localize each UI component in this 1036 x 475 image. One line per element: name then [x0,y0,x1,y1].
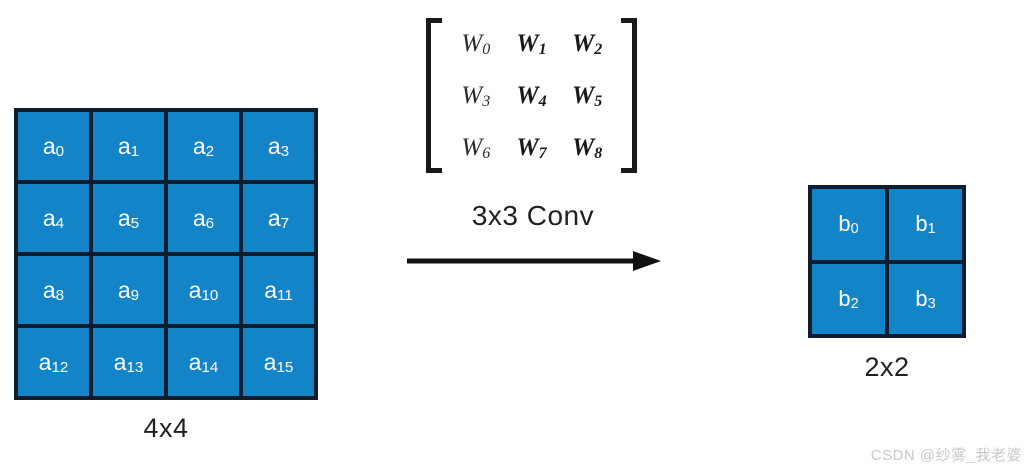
input-matrix-cell: a6 [168,184,239,252]
input-matrix-cell-label: a1 [117,132,140,160]
input-matrix-cell: a9 [93,256,164,324]
kernel-weight-label: W1 [516,30,547,59]
output-matrix-cell-label: b1 [915,211,936,238]
input-matrix-cell: a4 [18,184,89,252]
kernel-weight-label: W7 [516,133,547,162]
output-matrix-cell-label: b0 [838,211,859,238]
input-matrix-cell: a2 [168,112,239,180]
input-matrix-cell-label: a14 [188,348,219,376]
kernel-weight-cell: W0 [448,18,504,70]
right-bracket-icon [621,18,637,173]
input-matrix-cell-label: a12 [38,348,69,376]
kernel-weight-label: W0 [461,30,491,59]
left-bracket-icon [426,18,442,173]
watermark-text: CSDN @纱雾_我老婆 [870,447,1022,464]
kernel-weight-label: W8 [572,133,603,162]
kernel-weight-label: W3 [461,81,491,110]
input-matrix-cell-label: a8 [42,276,65,304]
output-matrix-cell: b2 [812,263,885,334]
input-matrix-cell-label: a15 [263,348,294,376]
kernel-weight-cell: W7 [504,121,560,173]
input-matrix-cell-label: a2 [192,132,215,160]
input-matrix-cell: a7 [243,184,314,252]
kernel-weight-cell: W2 [559,18,615,70]
input-matrix-cell: a14 [168,328,239,396]
input-matrix-cell: a15 [243,328,314,396]
output-matrix-cell: b0 [812,189,885,260]
input-matrix-cell-label: a4 [42,204,65,232]
input-matrix-cell-label: a10 [188,276,219,304]
output-matrix-cell-label: b3 [915,285,936,312]
input-matrix-cell: a12 [18,328,89,396]
output-matrix-cell: b1 [889,189,962,260]
input-matrix-cell: a3 [243,112,314,180]
kernel-weight-cell: W4 [504,70,560,122]
kernel-weight-label: W4 [516,81,547,110]
kernel-weight-cell: W5 [559,70,615,122]
kernel-weight-cell: W6 [448,121,504,173]
output-matrix-cell-label: b2 [838,285,859,312]
input-matrix-cell: a10 [168,256,239,324]
input-matrix-cell: a0 [18,112,89,180]
input-matrix-cell-label: a9 [117,276,140,304]
input-matrix-cell-label: a0 [42,132,65,160]
input-grid-size-caption: 4x4 [143,413,189,443]
kernel-weight-cell: W8 [559,121,615,173]
input-matrix-cell: a5 [93,184,164,252]
right-arrow-icon [407,251,661,271]
input-matrix-cell: a1 [93,112,164,180]
output-feature-map-grid: b0 b1 b2 b3 [808,185,966,338]
kernel-weight-cell: W1 [504,18,560,70]
input-matrix-cell-label: a6 [192,204,215,232]
kernel-weight-cell: W3 [448,70,504,122]
input-matrix-cell-label: a7 [267,204,290,232]
input-matrix-cell-label: a5 [117,204,140,232]
kernel-weight-label: W2 [572,30,603,59]
input-matrix-cell: a8 [18,256,89,324]
output-matrix-cell: b3 [889,263,962,334]
output-grid-size-caption: 2x2 [864,352,910,382]
conv-operation-label: 3x3 Conv [471,200,595,231]
input-matrix-cell-label: a3 [267,132,290,160]
input-matrix-cell-label: a11 [264,276,293,304]
input-feature-map-grid: a0 a1 a2 a3 a4 a5 a6 a7 a8 a9 a10 a11 a12 a13 a14 a15 [14,108,318,400]
input-matrix-cell: a13 [93,328,164,396]
kernel-weight-label: W5 [572,81,603,110]
input-matrix-cell-label: a13 [113,348,144,376]
input-matrix-cell: a11 [243,256,314,324]
kernel-weight-label: W6 [461,133,491,162]
